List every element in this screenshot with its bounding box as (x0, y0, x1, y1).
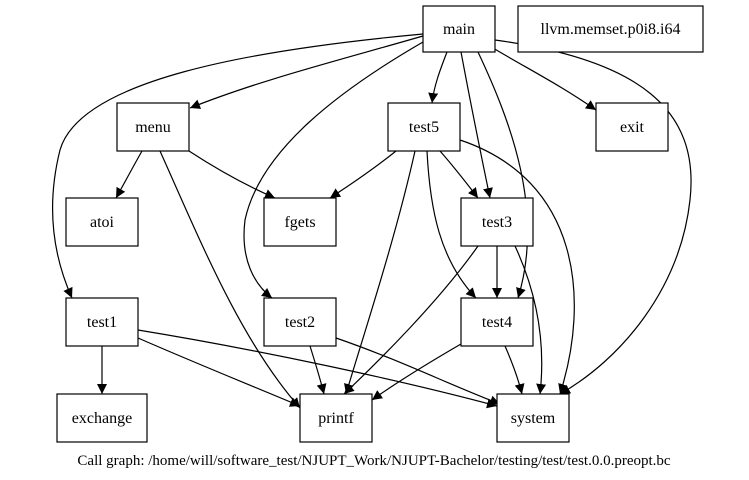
edge-main-to-menu (189, 35, 424, 109)
node-box-fgets (263, 197, 337, 247)
node-box-test2 (263, 297, 337, 347)
node-box-menu (116, 102, 190, 152)
node-box-exchange (56, 393, 148, 443)
node-label-fgets: fgets (284, 214, 315, 231)
node-label-test3: test3 (482, 214, 512, 231)
call-edges (52, 33, 692, 409)
node-exit: exit (595, 102, 669, 152)
edge-test2-to-system (335, 337, 501, 406)
node-exchange: exchange (56, 393, 148, 443)
node-test3: test3 (460, 197, 534, 247)
edge-test3-to-system (514, 245, 547, 395)
node-label-memset: llvm.memset.p0i8.i64 (541, 21, 681, 38)
edge-test1-to-system (137, 329, 498, 409)
edge-menu-to-fgets (188, 150, 276, 199)
edge-main-to-test5 (428, 51, 448, 104)
edge-test4-to-printf (371, 343, 462, 401)
edge-test5-to-test3 (439, 150, 479, 199)
edge-main-to-test3 (460, 51, 493, 199)
node-memset: llvm.memset.p0i8.i64 (517, 5, 704, 53)
node-label-main: main (443, 21, 475, 38)
node-box-printf (299, 393, 373, 443)
function-nodes: main llvm.memset.p0i8.i64 menu test5 exit ato… (56, 5, 704, 443)
node-label-atoi: atoi (90, 214, 115, 231)
node-box-atoi (65, 197, 139, 247)
node-label-test4: test4 (482, 314, 512, 331)
edge-test2-to-printf (309, 345, 327, 395)
node-label-exchange: exchange (72, 410, 132, 427)
node-fgets: fgets (263, 197, 337, 247)
node-box-system (496, 393, 570, 443)
edge-test4-to-system (504, 345, 525, 395)
node-box-test3 (460, 197, 534, 247)
node-box-test5 (387, 102, 461, 152)
edge-test5-to-system (459, 139, 575, 395)
edge-test1-to-printf (137, 337, 301, 407)
node-label-exit: exit (620, 119, 645, 136)
node-test5: test5 (387, 102, 461, 152)
node-box-exit (595, 102, 669, 152)
node-test4: test4 (460, 297, 534, 347)
node-main: main (422, 5, 496, 53)
edge-test5-to-test4 (426, 150, 477, 299)
node-box-main (422, 5, 496, 53)
edge-test3-to-printf (343, 245, 479, 395)
edge-main-to-exit (492, 47, 597, 111)
edge-test5-to-fgets (329, 150, 397, 199)
node-box-test1 (65, 297, 139, 347)
node-atoi: atoi (65, 197, 139, 247)
node-printf: printf (299, 393, 373, 443)
edge-test5-to-printf (344, 150, 416, 395)
node-system: system (496, 393, 570, 443)
edge-main-to-test4 (477, 51, 529, 299)
edge-main-to-test1 (52, 33, 424, 299)
edge-menu-to-atoi (115, 150, 143, 199)
node-box-memset (517, 5, 704, 53)
node-box-test4 (460, 297, 534, 347)
graph-caption: Call graph: /home/will/software_test/NJU… (77, 453, 670, 469)
node-label-printf: printf (318, 410, 354, 427)
node-label-test1: test1 (87, 314, 117, 331)
node-test2: test2 (263, 297, 337, 347)
edge-menu-to-printf (159, 150, 301, 409)
node-label-test5: test5 (409, 119, 439, 136)
node-label-system: system (511, 410, 556, 427)
node-test1: test1 (65, 297, 139, 347)
node-menu: menu (116, 102, 190, 152)
edge-main-to-system (494, 39, 692, 395)
node-label-test2: test2 (285, 314, 315, 331)
node-label-menu: menu (135, 119, 171, 136)
